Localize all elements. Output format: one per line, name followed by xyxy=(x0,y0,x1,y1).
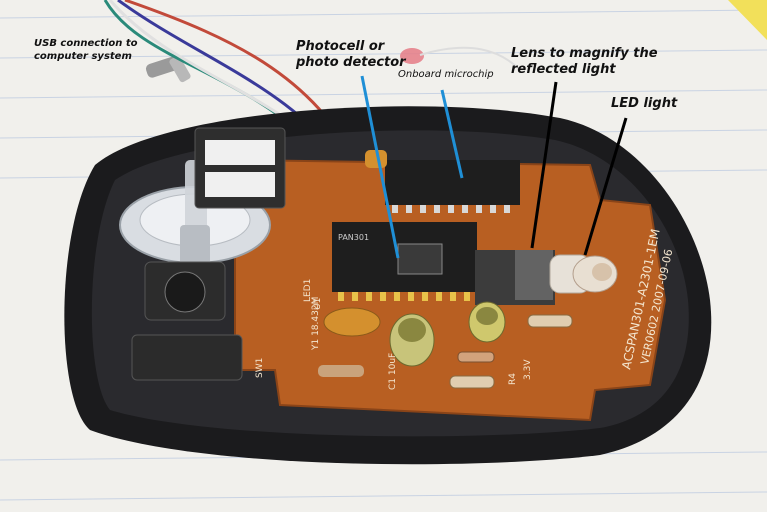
label-c1: C1 10uF xyxy=(388,353,398,390)
microchip-pointer xyxy=(440,89,464,179)
lens-label: Lens to magnify the reflected light xyxy=(511,46,658,78)
resistors xyxy=(318,314,573,389)
lens-pointer xyxy=(530,81,558,249)
photocell-pointer xyxy=(360,75,400,259)
label-sw1: SW1 xyxy=(255,358,265,378)
spare-led xyxy=(400,48,424,64)
label-u1: U1 xyxy=(313,298,323,310)
label-r4: R4 xyxy=(508,373,518,385)
onboard-microchip xyxy=(385,160,520,213)
led-light-label: LED light xyxy=(611,96,678,111)
photocell-label: Photocell or photo detector xyxy=(296,39,406,71)
led-light xyxy=(549,254,618,294)
microchip-label: Onboard microchip xyxy=(398,69,494,80)
capacitors xyxy=(323,150,506,367)
label-led1: LED1 xyxy=(303,279,313,302)
encoder-and-switches xyxy=(131,127,286,381)
yellow-paper-corner xyxy=(728,0,767,40)
label-3v3: 3.3V xyxy=(523,359,533,380)
optical-sensor-chip: PAN301 xyxy=(332,222,477,301)
lens-block xyxy=(475,250,555,305)
label-y1: Y1 18.432M xyxy=(311,297,321,351)
sensor-chip-text: PAN301 xyxy=(338,233,369,242)
led-pointer xyxy=(583,117,628,256)
screw xyxy=(145,55,191,83)
annotation-lines xyxy=(360,75,628,259)
usb-connection-label: USB connection to computer system xyxy=(34,38,138,62)
